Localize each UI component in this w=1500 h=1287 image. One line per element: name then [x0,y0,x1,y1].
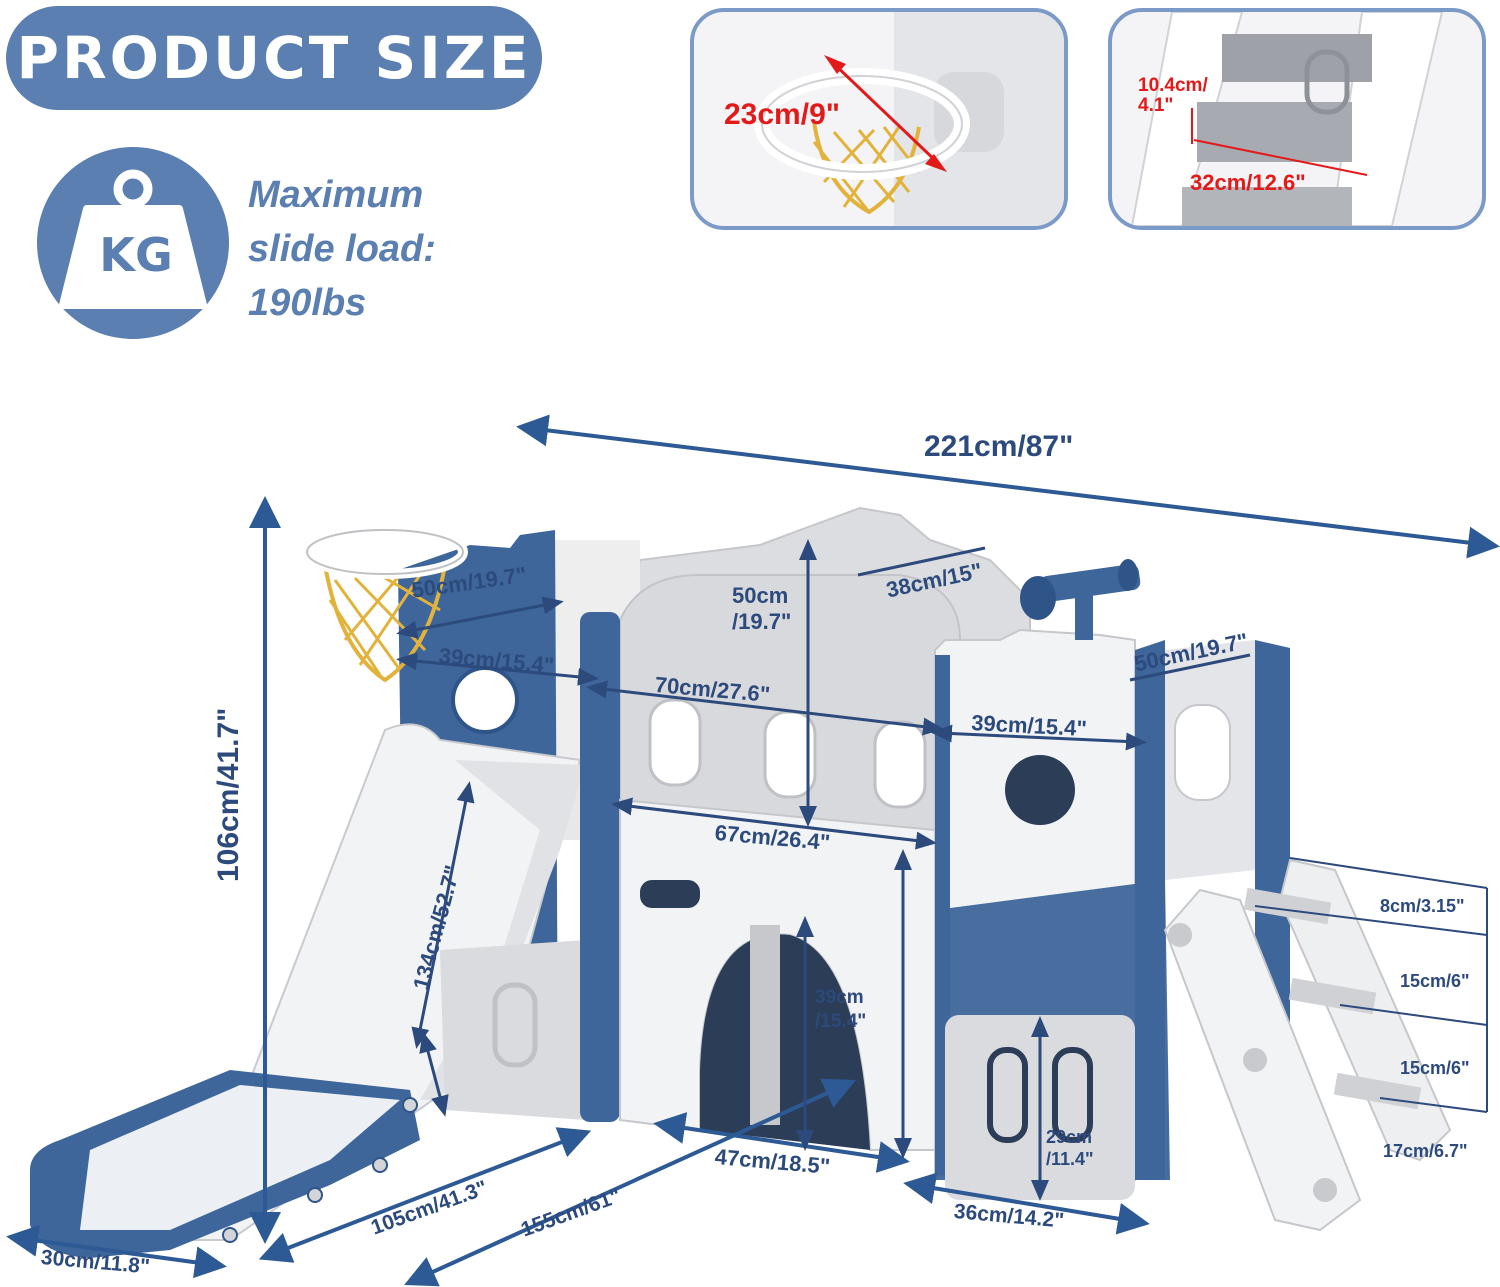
slide-chute-end [80,1085,400,1230]
center-roof-height-label: 50cm /19.7" [732,583,792,634]
max-load-line-1: Maximum [248,174,424,216]
dimension-lines-inner [396,539,1251,1201]
step-guide-lines [1254,857,1488,1113]
hoop-detail-image [754,12,1064,226]
telescope-icon [1020,559,1141,640]
total-length-label: 221cm/87" [924,430,1074,463]
hoop-diameter-label: 23cm/9" [724,98,840,131]
kg-weight-icon [59,169,207,309]
page-title: PRODUCT SIZE [16,24,532,92]
product-size-badge: PRODUCT SIZE [6,6,542,110]
left-crawl-panel [440,940,585,1120]
total-length-arrow [516,414,1500,559]
crawl-width-arrow [903,1172,1150,1235]
tunnel-height-label: 39cm /15.4" [815,987,867,1032]
step-width-label: 32cm/12.6" [1190,170,1306,195]
crawl-height-label: 29cm /11.4" [1046,1127,1094,1169]
tower-porthole [451,666,519,734]
step-detail-box: 10.4cm/ 4.1" 32cm/12.6" [1108,8,1486,230]
kg-label: KG [99,228,173,282]
left-post [580,612,620,1122]
max-load-text: Maximum slide load: 190lbs [248,168,436,330]
step-height-label: 10.4cm/ 4.1" [1138,75,1208,116]
kg-badge [37,147,229,339]
step-4-label: 17cm/6.7" [1383,1141,1468,1161]
tunnel-width-arrow [653,1112,910,1173]
max-load-line-2: slide load: [248,228,436,270]
right-porthole [1005,755,1075,825]
slide-width-arrow [6,1224,227,1279]
max-load-line-3: 190lbs [248,282,367,324]
step-2-label: 15cm/6" [1400,971,1470,991]
step-1-label: 8cm/3.15" [1380,896,1465,916]
slide-rail [420,760,585,1100]
step-detail-image [1130,12,1444,226]
total-height-label: 106cm/41.7" [212,707,245,882]
ladder-bolts [1168,923,1337,1202]
hoop-detail-box: 23cm/9" [690,8,1068,230]
dimension-lines [6,414,1500,1287]
step-3-label: 15cm/6" [1400,1058,1470,1078]
